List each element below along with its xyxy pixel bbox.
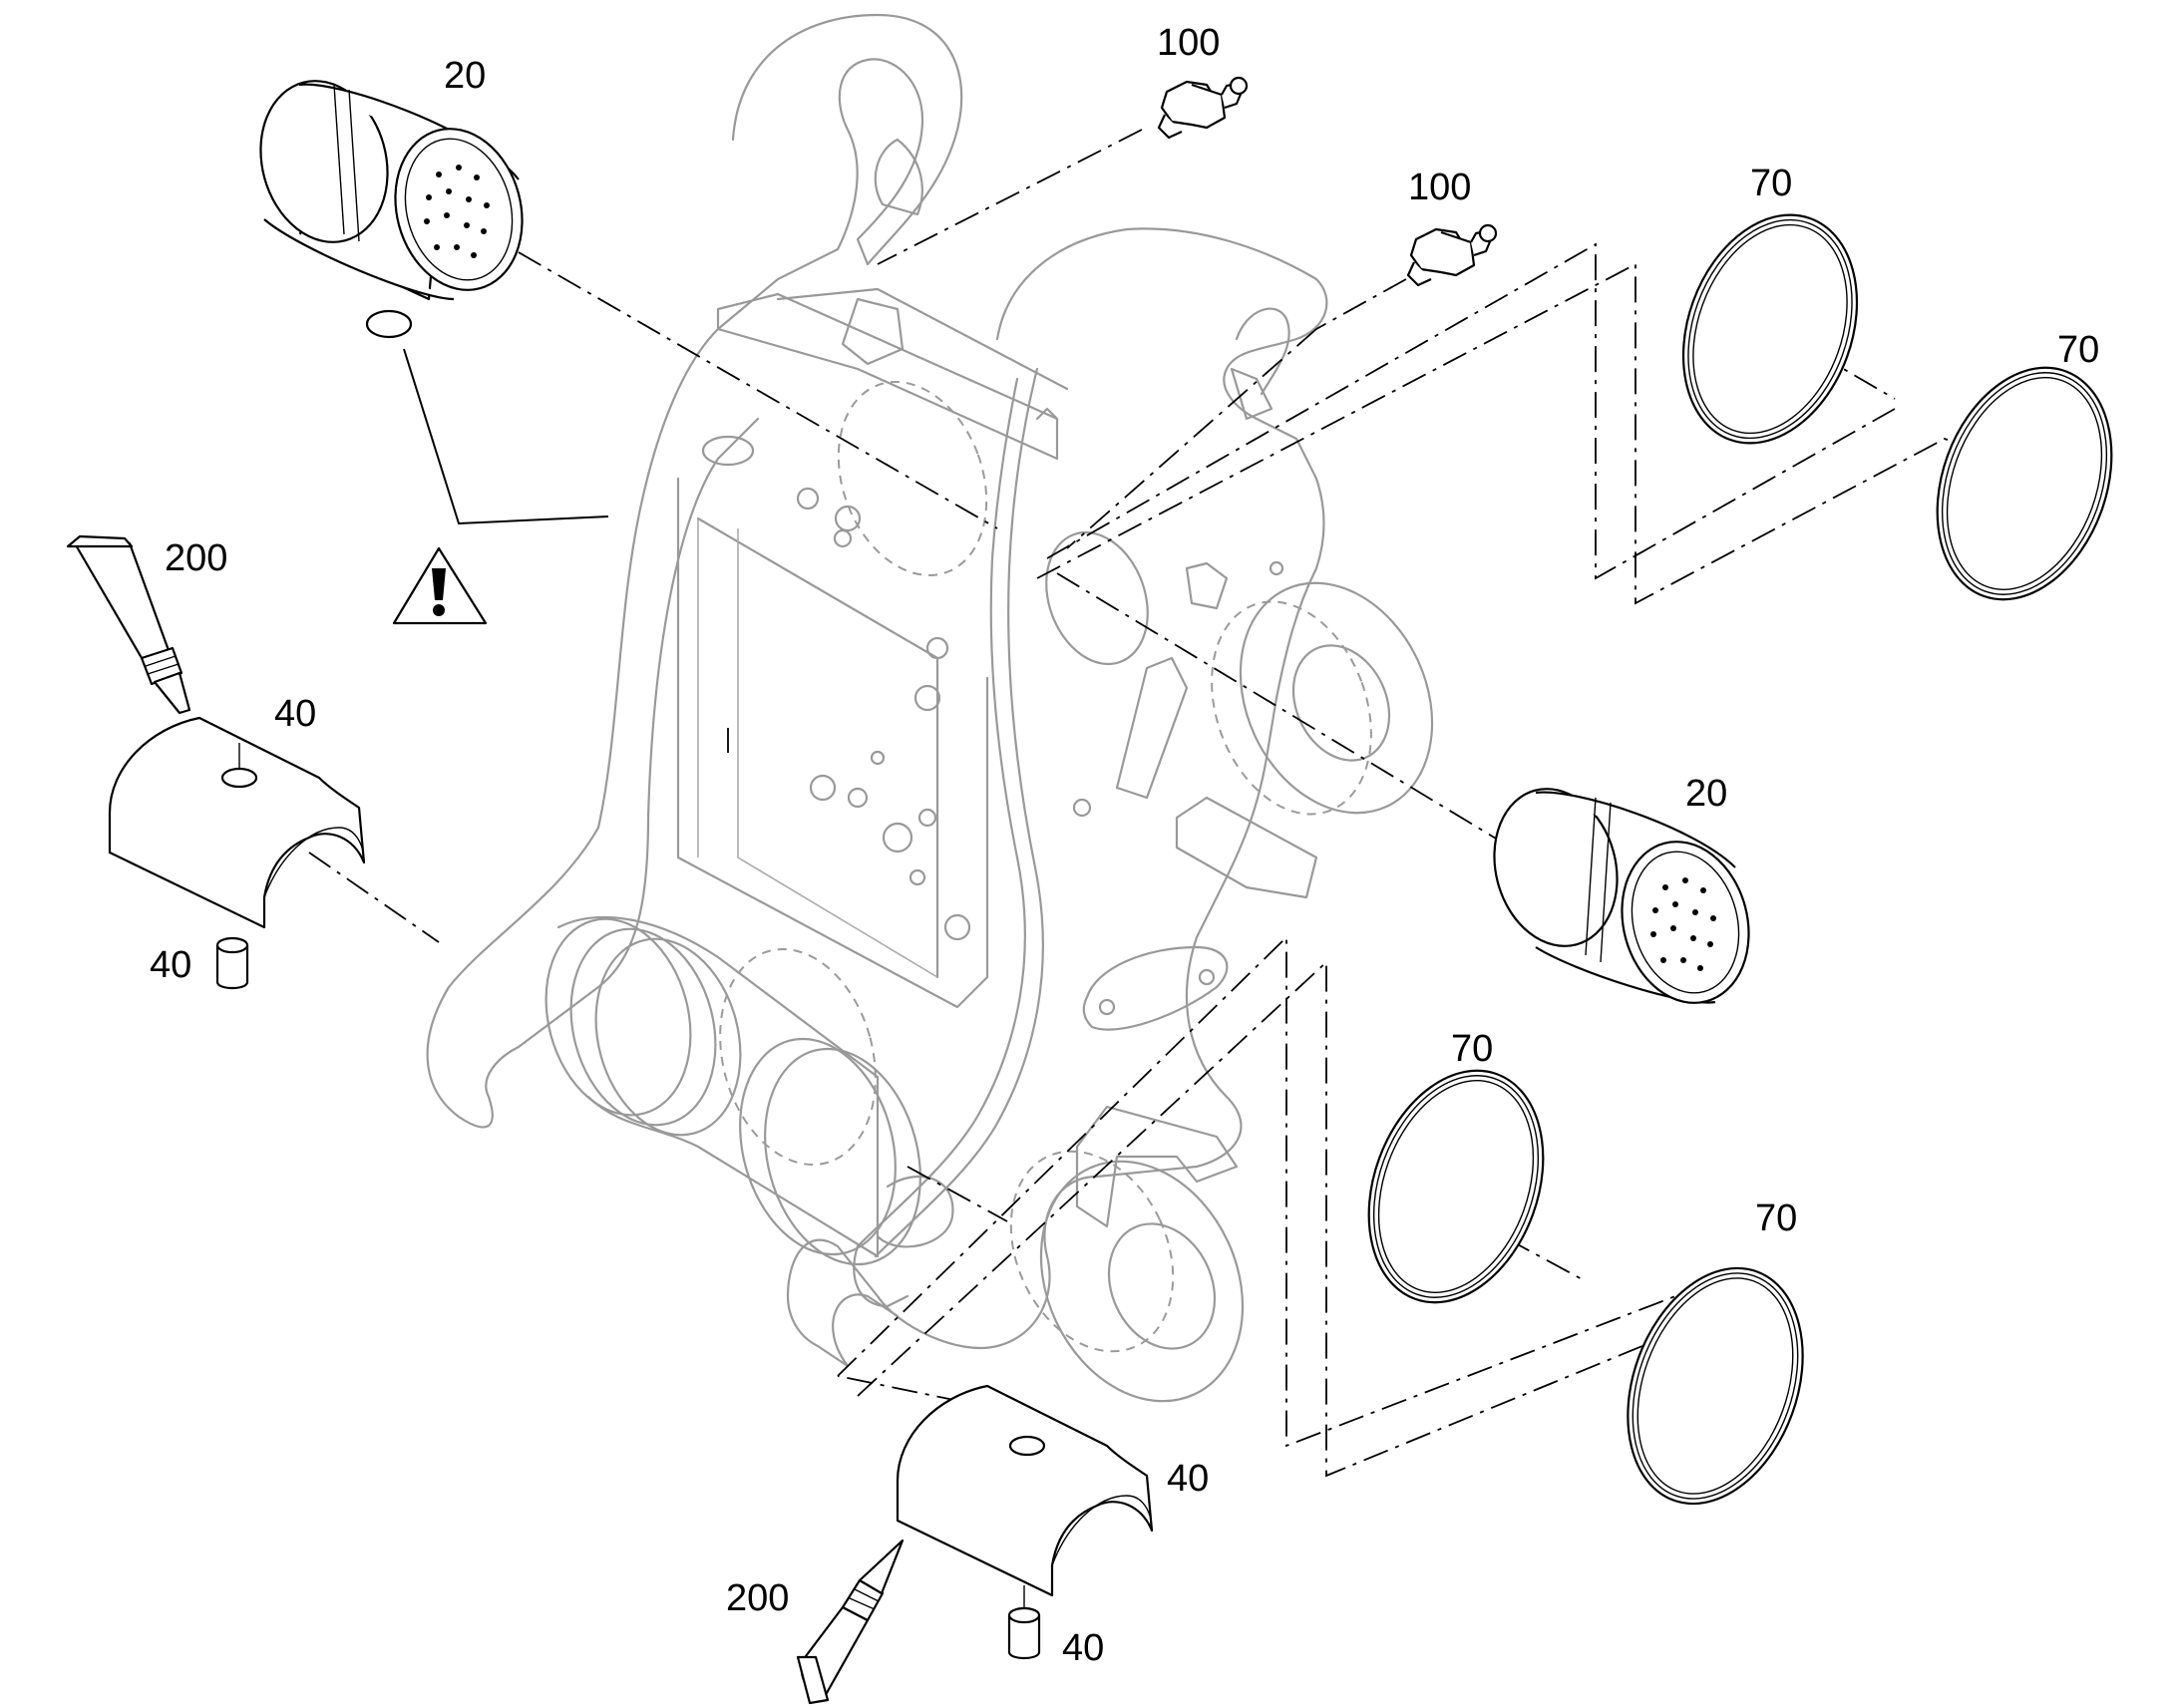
bushing-right: [1493, 788, 1750, 1004]
callout-adhesive-tube-top: 200: [165, 537, 227, 579]
callout-shim-ring-top-outer: 70: [2057, 329, 2099, 371]
o-ring: [365, 309, 413, 339]
grease-nipple-top: [1157, 76, 1249, 140]
bushing-top-left: [259, 80, 524, 301]
callout-bushing-top-left: 20: [444, 55, 486, 97]
shim-ring-bottom-outer: [1627, 1266, 1804, 1506]
coupler-frame: [426, 13, 1434, 1403]
callout-bushing-right: 20: [1685, 773, 1727, 815]
callout-half-sleeve-top: 40: [274, 693, 316, 735]
callout-grease-nipple-mid: 100: [1408, 167, 1471, 208]
callout-shim-ring-top: 70: [1750, 163, 1792, 204]
pin-top: [215, 936, 249, 990]
shim-ring-top: [1681, 213, 1859, 445]
grease-nipple-mid: [1406, 223, 1498, 287]
callout-shim-ring-bottom: 70: [1451, 1028, 1493, 1070]
callout-adhesive-tube-bottom: 200: [726, 1577, 789, 1619]
adhesive-tube-top: [66, 534, 191, 715]
leader-warning: [403, 348, 609, 525]
shim-ring-bottom: [1367, 1069, 1545, 1304]
assembly-centerlines: [308, 129, 1996, 1478]
callout-half-sleeve-bottom: 40: [1167, 1458, 1209, 1500]
shim-ring-top-outer: [1936, 366, 2113, 601]
adhesive-tube-bottom: [796, 1538, 905, 1705]
pin-bottom: [1007, 1585, 1041, 1660]
half-sleeve-top: [108, 716, 366, 929]
callout-shim-ring-bottom-outer: 70: [1755, 1197, 1797, 1239]
half-sleeve-bottom: [896, 1384, 1154, 1597]
callout-pin-top: 40: [150, 944, 191, 986]
callout-pin-bottom: 40: [1062, 1627, 1104, 1669]
callout-grease-nipple-top: 100: [1157, 22, 1220, 64]
warning-triangle-icon: [392, 546, 488, 625]
